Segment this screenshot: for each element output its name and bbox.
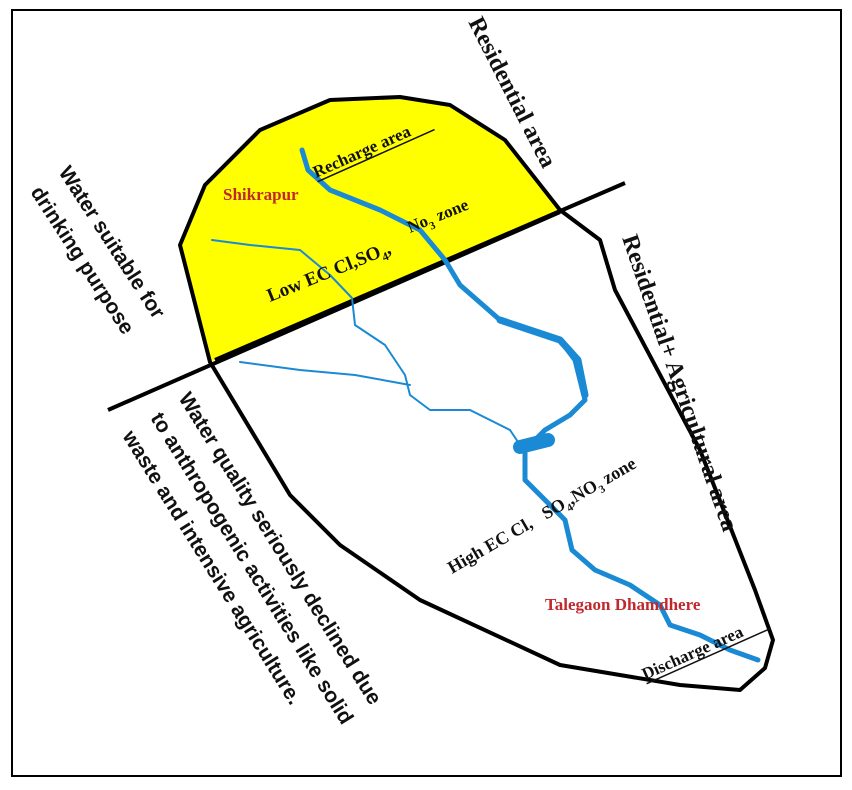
main-river-wide-segment bbox=[496, 316, 589, 399]
high-zone-main-text: High EC Cl, bbox=[444, 513, 536, 578]
town-talegaon-dhamdhere-label: Talegaon Dhamdhere bbox=[545, 595, 701, 614]
water-quality-line-2: to anthropogenic activities like solid bbox=[146, 408, 358, 728]
discharge-area-label-group: Discharge area bbox=[639, 622, 772, 685]
tributary-lower bbox=[239, 361, 411, 386]
high-zone-label: High EC Cl,SO4,NO3zone bbox=[444, 453, 641, 581]
watershed-boundary bbox=[178, 95, 775, 692]
town-shikrapur-label: Shikrapur bbox=[223, 185, 299, 204]
high-zone-subscript-3: 3 bbox=[597, 483, 608, 496]
river-network bbox=[211, 147, 761, 663]
low-concentration-zone bbox=[180, 97, 560, 362]
high-zone-zone-word: zone bbox=[599, 453, 639, 488]
lower-divider-line bbox=[107, 210, 561, 412]
main-river bbox=[299, 147, 761, 663]
high-zone-subscript-4: 4 bbox=[565, 501, 576, 514]
tributary-west bbox=[211, 239, 523, 449]
discharge-area-underline bbox=[646, 627, 772, 685]
recharge-area-underline bbox=[317, 128, 435, 183]
residential-agricultural-area-label: Residential+ Agricultural area bbox=[616, 231, 742, 534]
water-quality-line-3: waste and intensive agriculture. bbox=[117, 426, 306, 709]
low-zone-subscript-3: 3 bbox=[428, 219, 438, 232]
outer-frame bbox=[11, 9, 842, 777]
low-zone-subscript-4: 4 bbox=[380, 249, 391, 264]
river-pool bbox=[513, 433, 555, 454]
